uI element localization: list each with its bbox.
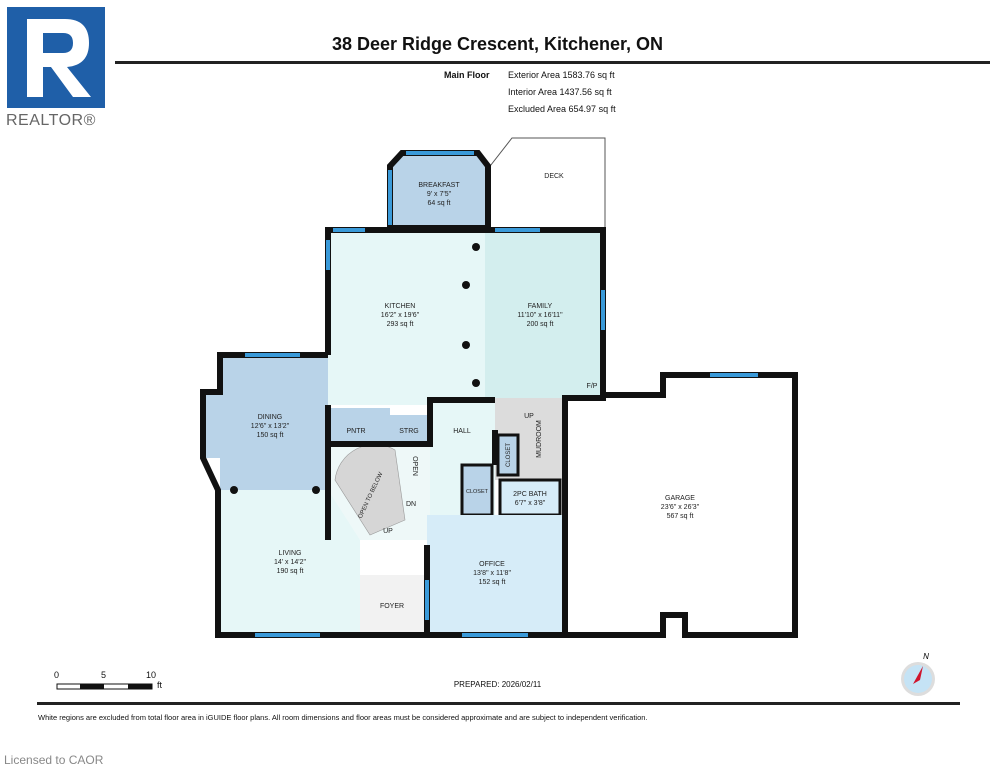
realtor-logo xyxy=(7,7,105,108)
compass-icon: N xyxy=(901,652,935,696)
room-strg xyxy=(390,415,428,444)
label-garage: GARAGE xyxy=(665,495,695,502)
dims-living: 14' x 14'2" xyxy=(274,559,307,566)
dims-garage: 23'6" x 26'3" xyxy=(661,504,700,511)
dims-breakfast: 9' x 7'5" xyxy=(427,191,452,198)
area-breakfast: 64 sq ft xyxy=(428,200,451,207)
scale-unit: ft xyxy=(157,680,163,690)
label-open: OPEN xyxy=(411,456,418,476)
label-dining: DINING xyxy=(258,414,283,421)
label-closet-1: CLOSET xyxy=(506,443,512,467)
columns xyxy=(230,243,480,494)
interior-area: Interior Area 1437.56 sq ft xyxy=(508,87,612,97)
license-text: Licensed to CAOR xyxy=(4,753,104,767)
area-living: 190 sq ft xyxy=(277,568,304,575)
room-breakfast xyxy=(390,153,488,228)
room-family xyxy=(485,230,603,398)
room-office xyxy=(427,515,565,635)
label-office: OFFICE xyxy=(479,561,505,568)
label-mudroom: MUDROOM xyxy=(536,420,543,458)
label-hall: HALL xyxy=(453,428,471,435)
dims-bath: 6'7" x 3'8" xyxy=(515,500,546,507)
divider xyxy=(37,702,960,705)
area-kitchen: 293 sq ft xyxy=(387,321,414,328)
realtor-r-icon xyxy=(27,19,91,97)
excluded-area: Excluded Area 654.97 sq ft xyxy=(508,104,616,114)
label-strg: STRG xyxy=(399,428,418,435)
label-deck: DECK xyxy=(544,173,564,180)
label-foyer: FOYER xyxy=(380,603,404,610)
label-up-mud: UP xyxy=(524,413,534,420)
exterior-area: Exterior Area 1583.76 sq ft xyxy=(508,70,615,80)
room-kitchen xyxy=(328,230,485,405)
scale-label-0: 0 xyxy=(54,670,60,680)
label-pntr: PNTR xyxy=(346,428,365,435)
floor-plan: BREAKFAST 9' x 7'5" 64 sq ft DECK KITCHE… xyxy=(56,137,935,696)
label-closet-2: CLOSET xyxy=(466,489,489,495)
label-up-stair: UP xyxy=(383,528,393,535)
dims-office: 13'8" x 11'8" xyxy=(473,570,511,577)
disclaimer: White regions are excluded from total fl… xyxy=(38,713,648,722)
area-office: 152 sq ft xyxy=(479,579,506,586)
deck-outline xyxy=(486,137,606,228)
dims-dining: 12'6" x 13'2" xyxy=(251,423,290,430)
label-bath: 2PC BATH xyxy=(513,491,547,498)
area-garage: 567 sq ft xyxy=(667,513,694,520)
scale-label-5: 5 xyxy=(101,670,107,680)
room-dining xyxy=(203,355,328,490)
area-dining: 150 sq ft xyxy=(257,432,284,439)
area-family: 200 sq ft xyxy=(527,321,554,328)
room-pntr xyxy=(330,408,390,444)
dims-family: 11'10" x 16'11" xyxy=(517,312,563,319)
scale-bar xyxy=(56,683,153,690)
room-bath xyxy=(498,478,562,517)
dims-kitchen: 16'2" x 19'6" xyxy=(381,312,420,319)
label-fp: F/P xyxy=(587,383,598,390)
label-family: FAMILY xyxy=(528,303,553,310)
realtor-wordmark: REALTOR® xyxy=(6,112,96,129)
label-breakfast: BREAKFAST xyxy=(418,182,460,189)
divider xyxy=(115,61,990,64)
walls xyxy=(200,150,798,638)
room-foyer xyxy=(360,575,427,632)
compass-label: N xyxy=(923,652,929,661)
scale-label-10: 10 xyxy=(146,670,157,680)
floor-label: Main Floor xyxy=(444,70,490,80)
windows xyxy=(245,151,758,637)
page-title: 38 Deer Ridge Crescent, Kitchener, ON xyxy=(331,34,664,54)
label-dn: DN xyxy=(406,501,416,508)
label-kitchen: KITCHEN xyxy=(385,303,416,310)
label-living: LIVING xyxy=(279,550,302,557)
prepared-date: PREPARED: 2026/02/11 xyxy=(453,680,542,689)
